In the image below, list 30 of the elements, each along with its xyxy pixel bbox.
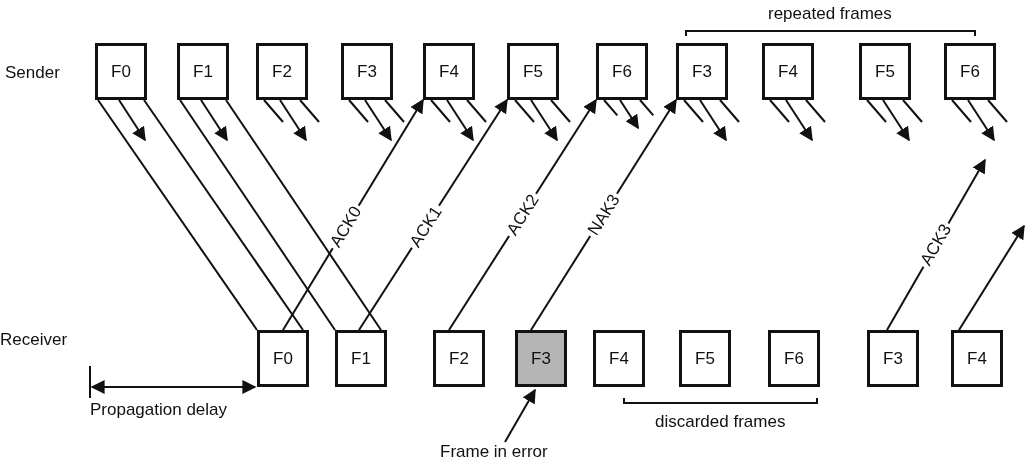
- frame-box: F5: [679, 330, 731, 387]
- frame-box: F4: [951, 330, 1003, 387]
- text-label: Propagation delay: [90, 400, 228, 420]
- arrow: [97, 99, 304, 331]
- frame-box: F5: [859, 43, 911, 100]
- text-label: Sender: [5, 63, 60, 83]
- frame-box: F0: [95, 43, 147, 100]
- text-label: discarded frames: [655, 412, 786, 432]
- frame-box: F3: [341, 43, 393, 100]
- text-label: Receiver: [0, 330, 68, 350]
- frame-box: F6: [596, 43, 648, 100]
- frame-box: F4: [593, 330, 645, 387]
- frame-box: F6: [768, 330, 820, 387]
- frame-box: F5: [507, 43, 559, 100]
- frame-box: F1: [177, 43, 229, 100]
- arrow: [179, 99, 382, 331]
- frame-box: F4: [423, 43, 475, 100]
- frame-box: F3: [515, 330, 567, 387]
- callout-text: Frame in error: [440, 442, 548, 462]
- frame-box: F0: [257, 330, 309, 387]
- frame-box: F2: [433, 330, 485, 387]
- frame-box: F3: [867, 330, 919, 387]
- frame-box: F1: [335, 330, 387, 387]
- arrow: [958, 224, 1025, 331]
- leader-line: [504, 388, 536, 443]
- frame-box: F2: [256, 43, 308, 100]
- frame-box: F6: [944, 43, 996, 100]
- frame-box: F3: [676, 43, 728, 100]
- frame-box: F4: [762, 43, 814, 100]
- text-label: repeated frames: [768, 4, 892, 24]
